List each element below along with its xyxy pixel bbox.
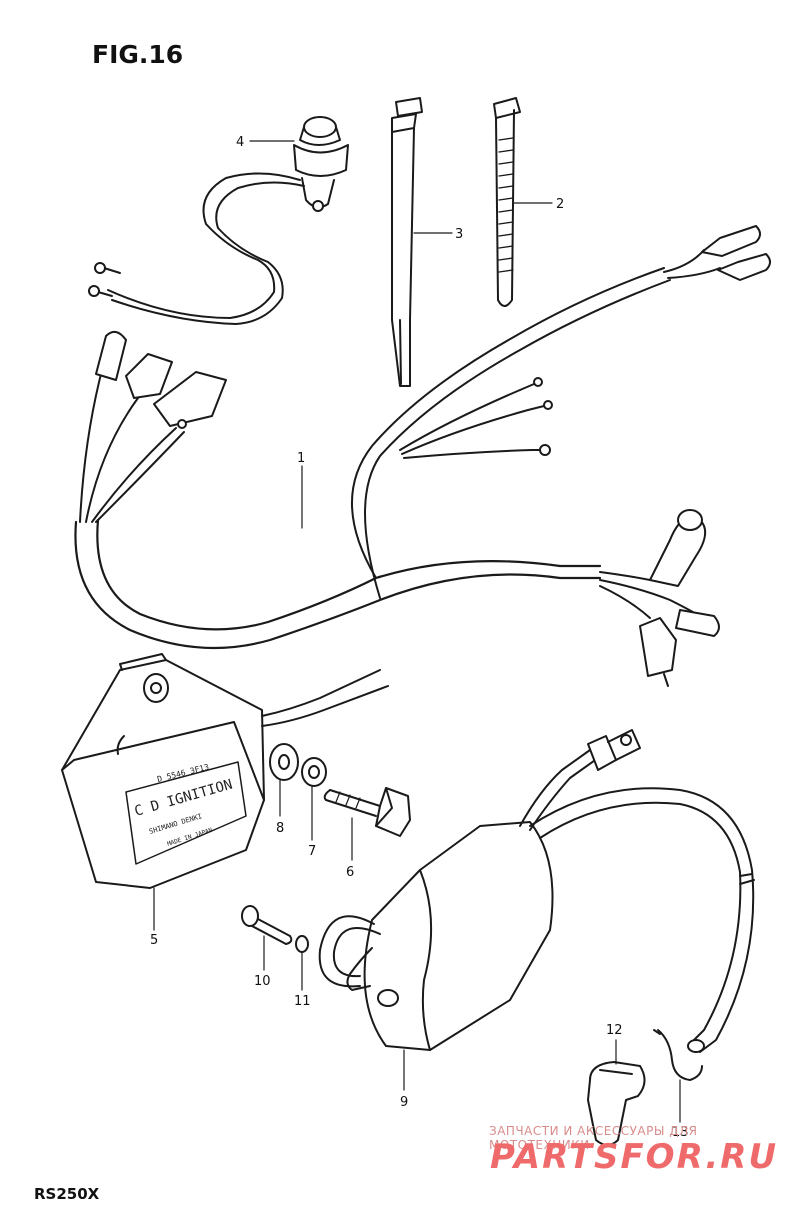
cable-tie-long — [391, 97, 423, 387]
wiring-harness — [74, 225, 771, 687]
spring-clip — [653, 1029, 703, 1081]
callout-3: 3 — [455, 227, 463, 242]
callout-9: 9 — [400, 1095, 408, 1110]
cable-tie-short — [493, 97, 521, 307]
callout-1: 1 — [297, 451, 305, 466]
screw — [241, 905, 293, 945]
callout-6: 6 — [346, 865, 354, 880]
lock-washer — [301, 757, 327, 787]
watermark-logo: PARTSFOR.RU — [490, 1137, 779, 1177]
push-switch — [88, 116, 349, 325]
figure-title: FIG.16 — [92, 40, 184, 69]
callout-7: 7 — [308, 844, 316, 859]
bolt — [323, 787, 411, 837]
callout-2: 2 — [556, 197, 564, 212]
model-label: RS250X — [34, 1185, 100, 1203]
callout-13: 13 — [672, 1125, 689, 1140]
cdi-unit — [61, 653, 389, 889]
callout-5: 5 — [150, 933, 158, 948]
callout-10: 10 — [254, 974, 271, 989]
callout-11: 11 — [294, 994, 311, 1009]
watermark-tagline: ЗАПЧАСТИ И АКСЕССУАРЫ ДЛЯ МОТОТЕХНИКИ — [489, 1124, 698, 1152]
ignition-coil — [318, 729, 755, 1053]
callout-4: 4 — [236, 135, 244, 150]
callouts: 1 2 3 4 5 6 7 8 9 10 11 12 13 — [150, 135, 689, 1140]
callout-12: 12 — [606, 1023, 623, 1038]
callout-8: 8 — [276, 821, 284, 836]
plug-cap — [587, 1061, 646, 1146]
flat-washer — [269, 743, 299, 781]
small-washer — [295, 935, 309, 953]
